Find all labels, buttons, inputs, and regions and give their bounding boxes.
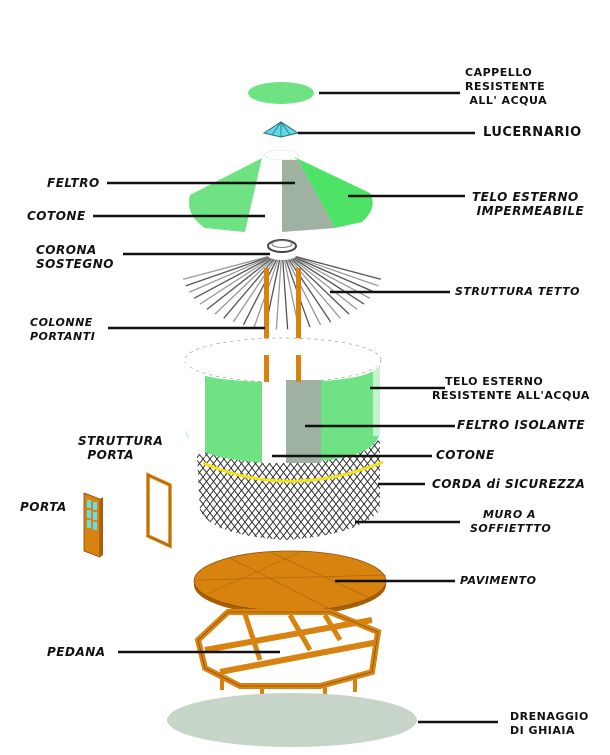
rafter: [199, 257, 271, 305]
label-cotone-parete: COTONE: [436, 448, 495, 462]
gravel-drainage-shape: [167, 693, 417, 747]
roof-cover-shape: [189, 149, 373, 232]
rafter: [295, 255, 381, 280]
label-feltro-isolante: FELTRO ISOLANTE: [457, 418, 586, 432]
label-drenaggio: DRENAGGIO DI GHIAIA: [510, 710, 589, 737]
rafter: [288, 259, 332, 323]
label-porta: PORTA: [20, 500, 67, 514]
label-colonne: COLONNE PORTANTI: [30, 316, 96, 343]
column-right: [296, 268, 301, 381]
rafter: [275, 259, 282, 330]
label-muro: MURO A SOFFIETTTO: [470, 508, 552, 535]
rafter: [183, 255, 269, 280]
label-telo-resistente: TELO ESTERNO RESISTENTE ALL'ACQUA: [432, 375, 590, 402]
rafter: [188, 256, 270, 293]
label-corona: CORONA SOSTEGNO: [36, 243, 114, 271]
rafter: [214, 258, 274, 315]
label-pavimento: PAVIMENTO: [460, 574, 537, 587]
skylight-shape: [262, 121, 300, 138]
rafter: [292, 258, 358, 310]
door-frame-shape: [146, 472, 172, 549]
cap-shape: [248, 82, 314, 104]
crown-shape: [267, 239, 297, 253]
rafter: [206, 258, 272, 310]
rafter: [290, 258, 350, 315]
rafter: [293, 257, 365, 305]
label-cotone-tetto: COTONE: [27, 209, 86, 223]
roof-frame-shape: [183, 255, 381, 330]
rafter: [193, 257, 270, 299]
wall-cover-shape: [186, 355, 380, 463]
rafter: [185, 256, 269, 287]
label-lucernario: LUCERNARIO: [483, 125, 582, 140]
label-feltro: FELTRO: [47, 176, 100, 190]
rafter: [286, 259, 322, 326]
label-corda: CORDA di SICUREZZA: [432, 477, 586, 491]
rafter: [282, 259, 289, 330]
floor-shape: [193, 550, 387, 615]
rafter: [294, 256, 376, 293]
rafter: [242, 259, 278, 326]
platform-shape: [194, 609, 382, 702]
label-pedana: PEDANA: [47, 645, 106, 659]
door-shape: [83, 492, 103, 558]
leader-lines: [93, 91, 498, 724]
rafter: [295, 256, 379, 287]
label-struttura-tetto: STRUTTURA TETTO: [455, 285, 580, 298]
label-telo-impermeabile: TELO ESTERNO IMPERMEABILE: [472, 190, 585, 218]
label-cappello: CAPPELLO RESISTENTE ALL' ACQUA: [465, 66, 548, 107]
column-left: [264, 268, 269, 381]
label-struttura-porta: STRUTTURA PORTA: [78, 434, 164, 462]
safety-rope-shape: [202, 460, 384, 483]
